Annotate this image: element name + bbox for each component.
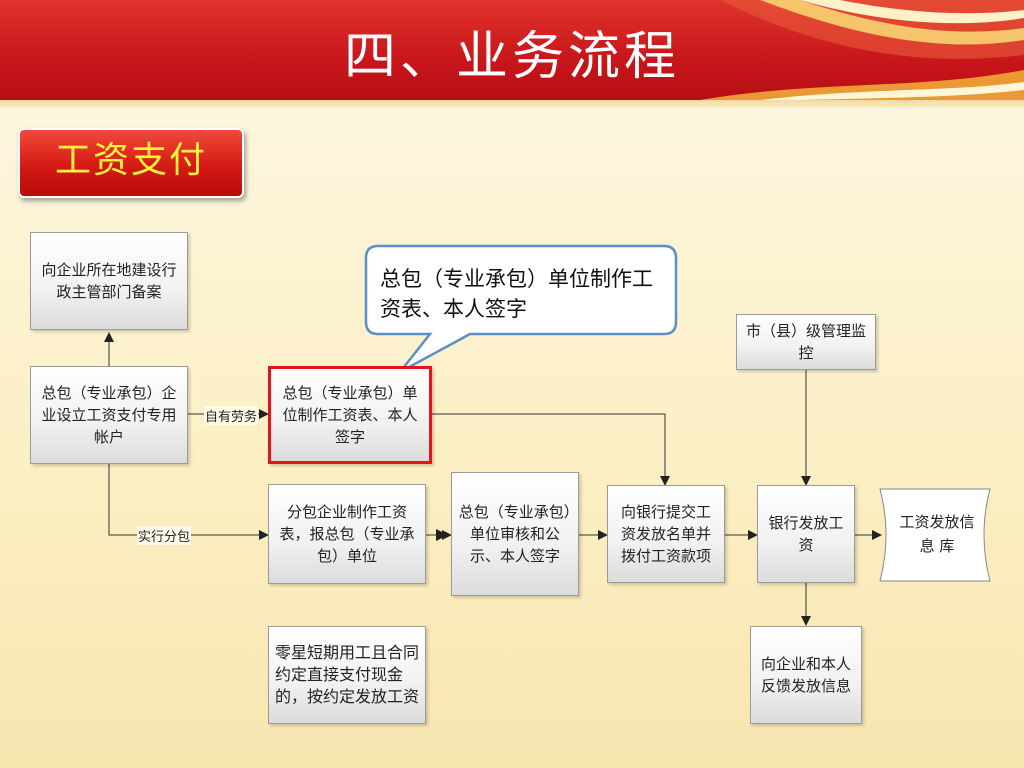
node-sub-payroll: 分包企业制作工资表，报总包（专业承包）单位	[268, 484, 426, 584]
node-bank-pay: 银行发放工资	[757, 485, 855, 583]
header-divider	[0, 100, 1024, 108]
node-database: 工资发放信 息 库	[899, 513, 975, 555]
arrow-subcontract	[108, 464, 269, 540]
node-feedback: 向企业和本人反馈发放信息	[750, 626, 862, 724]
database-shape	[879, 488, 991, 582]
node-register: 向企业所在地建设行政主管部门备案	[30, 232, 188, 330]
node-monitor: 市（县）级管理监控	[736, 314, 876, 370]
node-account: 总包（专业承包）企业设立工资支付专用帐户	[30, 366, 188, 464]
node-review: 总包（专业承包）单位审核和公示、本人签字	[451, 472, 579, 596]
edge-label-self-labor: 自有劳务	[204, 406, 259, 425]
arrow-own-to-bank	[432, 413, 670, 486]
callout-text: 总包（专业承包）单位制作工资表、本人签字	[380, 267, 653, 321]
node-submit-bank: 向银行提交工资发放名单并拨付工资款项	[607, 485, 725, 583]
node-own-payroll: 总包（专业承包）单位制作工资表、本人签字	[268, 366, 432, 464]
edge-label-subcontract: 实行分包	[137, 526, 192, 545]
page-title: 四、业务流程	[343, 27, 680, 87]
callout-bubble	[364, 244, 678, 374]
section-tag: 工资支付	[18, 128, 244, 198]
header-banner: 四、业务流程	[0, 0, 1024, 100]
node-cash: 零星短期用工且合同约定直接支付现金的，按约定发放工资	[268, 626, 426, 724]
header-swoosh-decoration	[700, 0, 1024, 100]
